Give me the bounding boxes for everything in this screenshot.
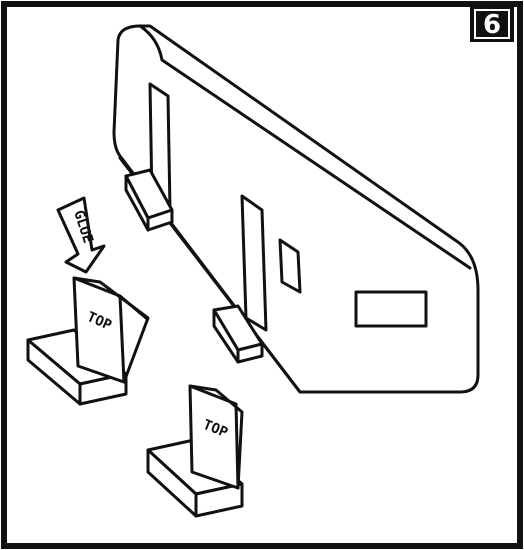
seat-1: TOP <box>26 276 150 406</box>
step-number: 6 <box>483 10 501 40</box>
bus-body <box>112 24 480 394</box>
step-badge: 6 <box>470 6 514 42</box>
side-window <box>278 238 302 294</box>
bus-window <box>354 290 428 328</box>
seat-2: TOP <box>146 384 244 518</box>
step-block-2 <box>212 304 264 364</box>
door-rear <box>240 194 268 332</box>
glue-arrow: GLUE <box>56 196 106 274</box>
step-block-1 <box>124 168 174 232</box>
